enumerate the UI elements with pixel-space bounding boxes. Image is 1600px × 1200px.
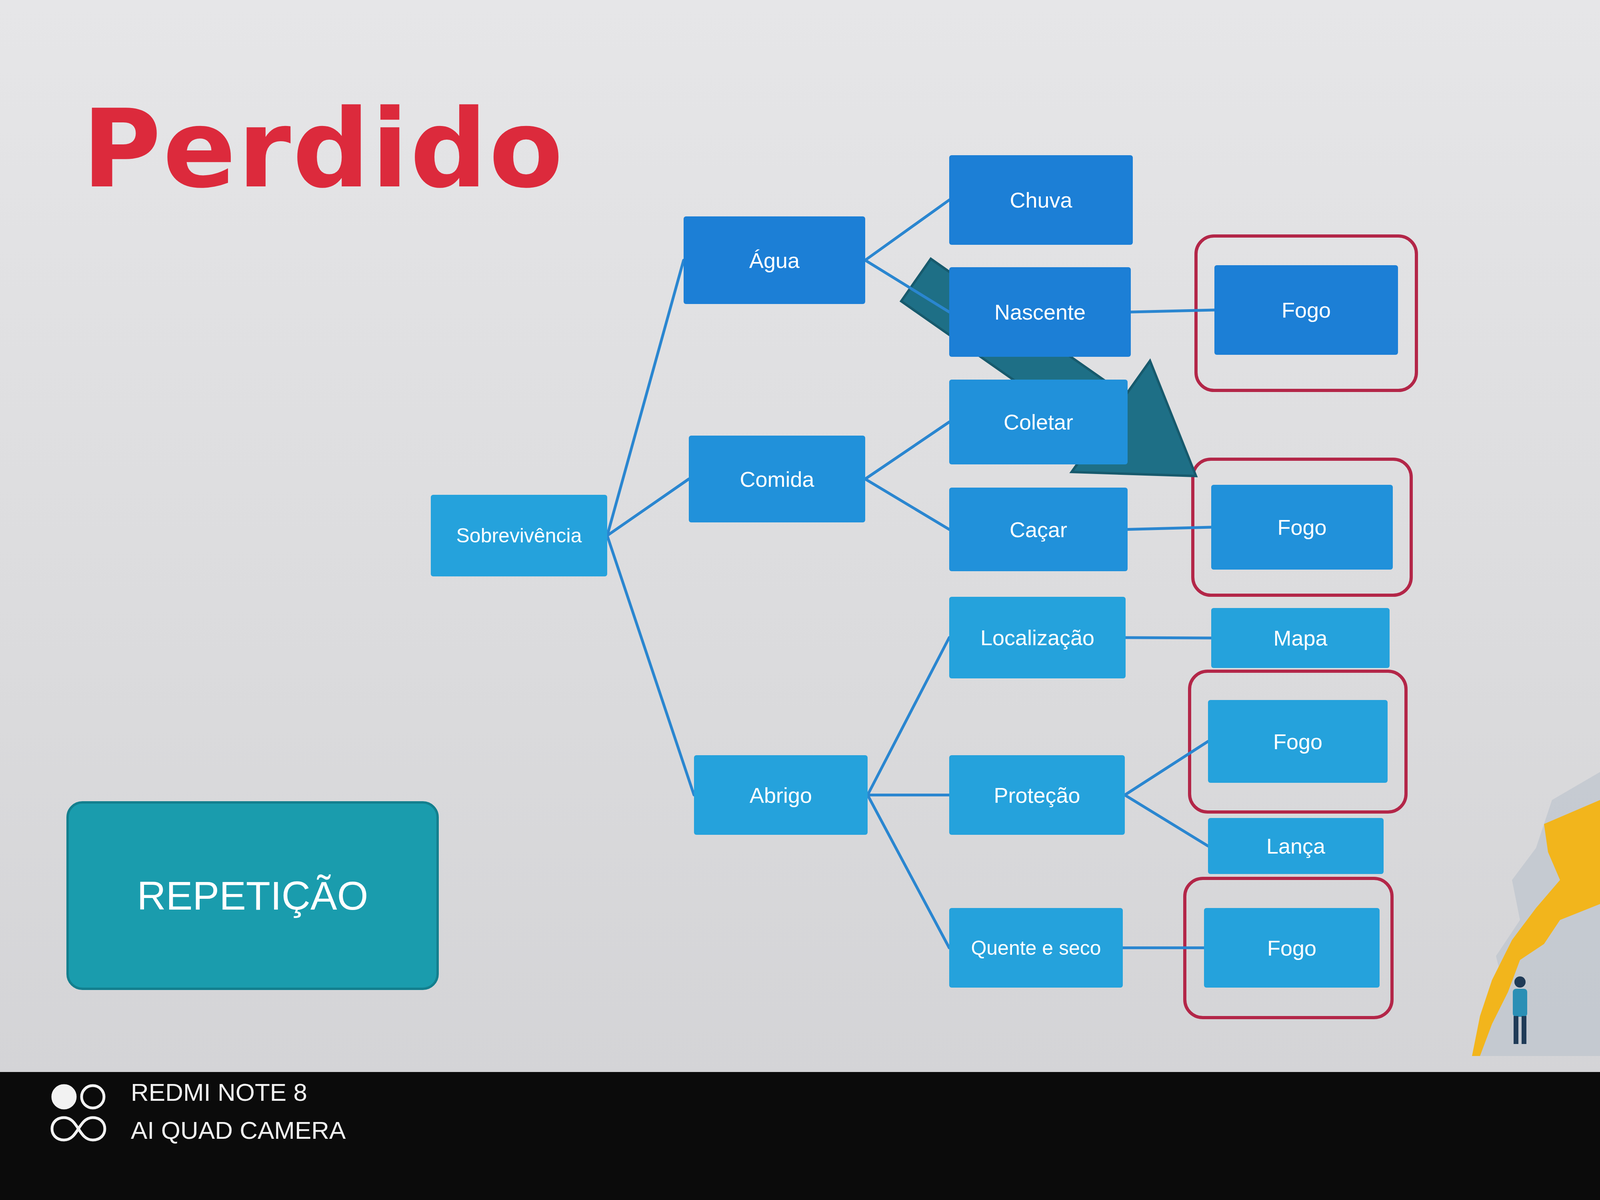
tree-connector [607, 260, 684, 536]
tree-connector [865, 200, 950, 261]
tree-connector [1124, 741, 1208, 796]
box-text: Fogo [1267, 935, 1317, 961]
box-text: Fogo [1281, 297, 1331, 323]
box-text: Lança [1266, 833, 1326, 859]
highlight-outline [1184, 878, 1392, 1018]
process-box: Localização [949, 596, 1126, 679]
process-box: Caçar [949, 487, 1128, 572]
process-box: Quente e seco [949, 908, 1123, 988]
box-text: Abrigo [749, 782, 812, 808]
hiker-figure [1512, 976, 1528, 1044]
box-text: REPETIÇÃO [137, 872, 369, 919]
tree-connector [1127, 527, 1212, 530]
process-box: Comida [688, 435, 866, 523]
process-box: Fogo [1208, 700, 1388, 783]
tree-connector [1125, 637, 1212, 638]
slide-title: Perdido [82, 86, 565, 212]
highlight-outline [1196, 236, 1417, 391]
box-text: Fogo [1277, 514, 1327, 540]
tree-connector [865, 260, 950, 313]
box-text: Coletar [1003, 409, 1074, 435]
process-box: Fogo [1204, 908, 1380, 988]
process-box: Coletar [949, 379, 1128, 465]
tree-connector [867, 637, 950, 796]
tree-connector [607, 535, 694, 796]
tree-connector [1122, 946, 1204, 950]
tree-connector [865, 422, 950, 480]
box-text: Chuva [1009, 187, 1072, 213]
process-box: Água [683, 216, 866, 304]
process-box: Chuva [949, 155, 1133, 245]
box-text: Sobrevivência [456, 524, 582, 548]
process-box: Nascente [949, 267, 1131, 357]
box-text: Fogo [1273, 729, 1323, 754]
process-box: Mapa [1211, 608, 1390, 668]
process-box: Fogo [1211, 484, 1393, 570]
process-box: Abrigo [694, 755, 868, 835]
tree-connector [1124, 795, 1208, 847]
camera-watermark: REDMI NOTE 8 [130, 1078, 308, 1107]
camera-watermark: AI QUAD CAMERA [130, 1116, 346, 1145]
tree-connector [867, 795, 950, 948]
box-text: Localização [980, 625, 1095, 650]
box-text: Mapa [1273, 625, 1328, 651]
box-text: Caçar [1009, 517, 1068, 542]
highlight-outline [1189, 671, 1406, 812]
pointer-arrow [901, 258, 1196, 476]
tree-connector [1130, 310, 1215, 312]
tree-connector [865, 479, 950, 530]
box-text: Comida [739, 466, 814, 492]
process-box: Proteção [949, 755, 1125, 835]
tree-connector [607, 479, 689, 536]
box-text: Nascente [994, 299, 1086, 325]
highlight-box: REPETIÇÃO [66, 801, 439, 990]
box-text: Proteção [993, 782, 1080, 808]
box-text: Quente e seco [970, 936, 1101, 960]
mountain-path [1472, 800, 1600, 1056]
process-box: Sobrevivência [430, 494, 608, 577]
camera-logo [52, 1085, 105, 1140]
process-box: Lança [1208, 818, 1384, 874]
camera-bar [0, 1072, 1600, 1200]
box-text: Água [749, 248, 800, 273]
tree-connector [867, 793, 950, 797]
highlight-outline [1192, 459, 1412, 596]
process-box: Fogo [1214, 265, 1398, 355]
